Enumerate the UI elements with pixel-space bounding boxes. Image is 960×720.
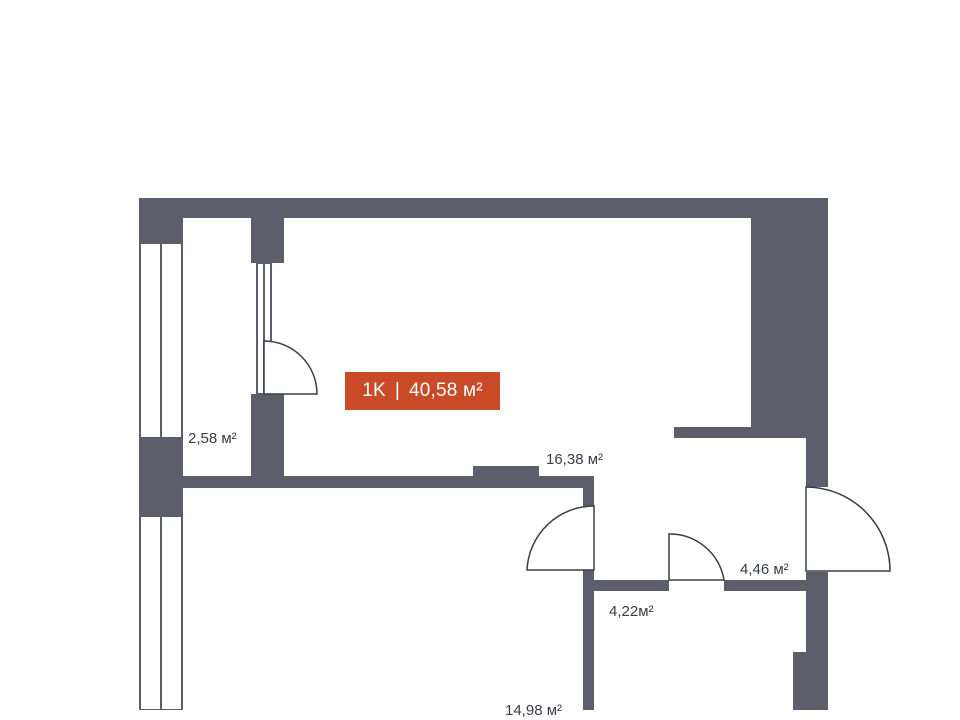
- wall-left-middle: [139, 438, 183, 516]
- bedroom-area-label: 14,98 м²: [505, 702, 563, 720]
- door-swing-bathroom: [668, 533, 725, 581]
- wall-right-bottom-thick: [793, 652, 828, 710]
- wall-balcony-partition-top: [251, 198, 284, 263]
- door-swing-entrance: [805, 486, 891, 572]
- wall-balcony-partition-bottom: [251, 394, 284, 488]
- apartment-badge: 1K | 40,58 м²: [345, 372, 500, 410]
- wall-bath-top-left: [583, 580, 669, 591]
- badge-area: 40,58 м²: [408, 380, 483, 401]
- door-swing-balcony: [263, 340, 318, 395]
- badge-separator: |: [394, 380, 400, 401]
- wall-right-upper: [751, 198, 828, 427]
- badge-rooms: 1K: [362, 380, 386, 401]
- wall-right-thin: [806, 427, 828, 487]
- balcony-area-label: 2,58 м²: [188, 430, 237, 448]
- living-area-label: 16,38 м²: [546, 451, 604, 469]
- wall-left-upper: [139, 198, 183, 243]
- door-swing-living: [526, 505, 595, 571]
- wall-bath-stub: [583, 476, 594, 506]
- wall-hall-ledge: [674, 427, 806, 438]
- hallway-area-label: 4,46 м²: [740, 561, 789, 579]
- bathroom-area-label: 4,22м²: [609, 603, 654, 621]
- wall-thick-segment: [473, 466, 539, 488]
- wall-top: [139, 198, 828, 218]
- wall-bath-top-right: [724, 580, 817, 591]
- wall-bath-left: [583, 570, 594, 710]
